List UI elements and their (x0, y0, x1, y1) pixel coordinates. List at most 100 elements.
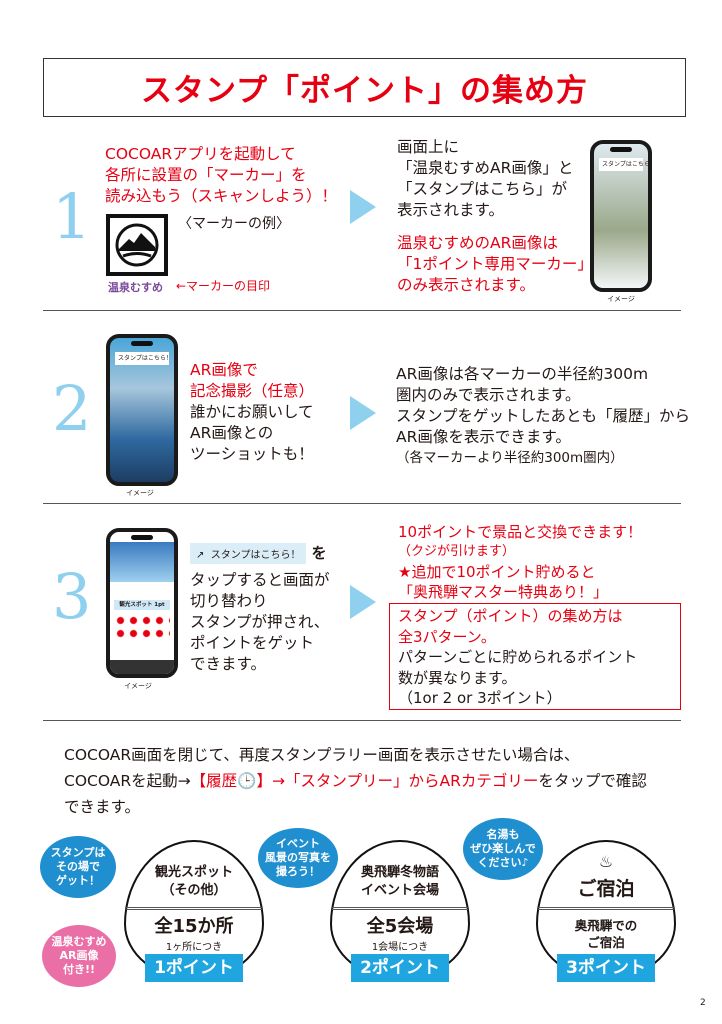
text-line: 名湯も (486, 828, 520, 841)
divider (43, 720, 681, 721)
text-line: 10ポイントで景品と交換できます！ (398, 523, 643, 541)
text-line: 切り替わり (190, 592, 268, 610)
text-line: スタンプが押され、 (190, 613, 330, 631)
text-line: タップすると画面が (190, 571, 330, 589)
speech-bubble: 名湯もぜひ楽しんでください♪ (463, 818, 543, 880)
divider (538, 907, 674, 910)
text-line: ください♪ (477, 856, 529, 869)
step2-instruction: AR画像で 記念撮影（任意） 誰かにお願いして AR画像との ツーショットも！ (190, 360, 314, 465)
stamp-bar: スタンプはこちら！ (115, 352, 172, 365)
step-number: 1 (52, 180, 92, 253)
arrow-right-icon (350, 585, 376, 619)
text-line: 撮ろう！ (276, 865, 320, 878)
category-count: 全15か所 (154, 916, 234, 937)
step1-result: 画面上に 「温泉むすめAR画像」と 「スタンプはこちら」が 表示されます。 (397, 137, 573, 221)
phone-screenshot: スタンプはこちら！ (590, 140, 652, 292)
text-line: ポイントをゲット (190, 634, 315, 652)
text-line: 各所に設置の「マーカー」を (105, 166, 307, 184)
text-line: のみ表示されます。 (397, 276, 535, 294)
text-line: イベント (276, 837, 320, 850)
text-line: 数が異なります。 (398, 668, 517, 687)
image-caption: イメージ (124, 682, 152, 690)
text-line: （各マーカーより半径約300m圏内） (396, 450, 624, 466)
step-number: 3 (52, 560, 92, 633)
history-note: COCOAR画面を閉じて、再度スタンプラリー画面を表示させたい場合は、 COCO… (64, 742, 647, 820)
phone-screenshot: 観光スポット 1pt (106, 528, 178, 678)
text-part: をタップで確認 (538, 772, 647, 790)
text-line: ご宿泊 (587, 935, 625, 950)
text-line: 観光スポット (154, 865, 233, 880)
page-title: スタンプ「ポイント」の集め方 (140, 73, 589, 109)
text-line: 奥飛騨冬物語 (360, 865, 439, 880)
text-line: 付き!! (62, 963, 96, 976)
text-line: 圏内のみで表示されます。 (396, 386, 581, 404)
category-unit: 1会場につき (371, 942, 429, 953)
text-line: 「温泉むすめAR画像」と (397, 159, 574, 177)
text-line: COCOARアプリを起動して (105, 145, 296, 163)
arrow-right-icon (350, 396, 376, 430)
divider (332, 907, 468, 910)
text-line: その場で (55, 860, 100, 873)
page-title-box: スタンプ「ポイント」の集め方 (43, 58, 686, 117)
text-line: （その他） (161, 883, 227, 898)
text-line: AR画像は各マーカーの半径約300m (396, 365, 649, 383)
text-line: 「スタンプはこちら」が (397, 180, 568, 198)
app-nav-bar (110, 660, 174, 674)
divider (43, 310, 681, 311)
image-caption: イメージ (607, 295, 635, 303)
mountain-marker-icon (115, 223, 159, 267)
chip-suffix: を (311, 544, 327, 562)
stamp-grid (114, 614, 170, 642)
text-line: できます。 (190, 655, 266, 673)
text-line: スタンプは (50, 846, 106, 859)
category-title: ご宿泊 (577, 878, 635, 900)
text-line: できます。 (64, 798, 140, 816)
text-line: スタンプ（ポイント）の集め方は (398, 607, 623, 625)
step1-note: 温泉むすめのAR画像は 「1ポイント専用マーカー」 のみ表示されます。 (397, 233, 593, 296)
text-line: ツーショットも！ (190, 445, 314, 463)
text-line: 温泉むすめ (51, 935, 107, 948)
text-line: AR画像を表示できます。 (396, 428, 571, 446)
text-line: COCOAR画面を閉じて、再度スタンプラリー画面を表示させたい場合は、 (64, 746, 580, 764)
marker-note: ←マーカーの目印 (176, 279, 271, 293)
step-number: 2 (52, 372, 92, 445)
text-line: 全3パターン。 (398, 627, 496, 646)
text-line: 画面上に (397, 138, 460, 156)
history-path: 【履歴🕒】→「スタンプリー」からARカテゴリー (190, 772, 539, 790)
speech-bubble: スタンプはその場でゲット！ (40, 836, 116, 898)
points-badge: 3ポイント (557, 954, 655, 982)
marker-example-image (106, 214, 168, 276)
text-line: AR画像で (190, 361, 258, 379)
image-caption: イメージ (126, 489, 154, 497)
text-line: （1or 2 or 3ポイント） (398, 689, 562, 707)
text-line: COCOARを起動→【履歴🕒】→「スタンプリー」からARカテゴリーをタップで確認 (64, 768, 647, 794)
text-line: （クジが引けます） (398, 544, 516, 559)
text-part: COCOARを起動→ (64, 772, 191, 790)
text-line: 表示されます。 (397, 201, 504, 219)
text-line: ぜひ楽しんで (470, 842, 536, 855)
stamp-chip-row: ↗ スタンプはこちら！ を (190, 542, 327, 564)
text-line: 「1ポイント専用マーカー」 (397, 255, 593, 273)
text-line: 温泉むすめのAR画像は (397, 234, 558, 252)
text-line: AR画像 (59, 949, 99, 962)
text-line: ★追加で10ポイント貯めると (398, 563, 596, 581)
divider (126, 907, 262, 910)
text-line: イベント会場 (360, 883, 439, 898)
speech-bubble: イベント風景の写真を撮ろう！ (258, 828, 338, 888)
phone-screenshot: スタンプはこちら！ (106, 334, 178, 486)
step3-reward: 10ポイントで景品と交換できます！ （クジが引けます） ★追加で10ポイント貯め… (398, 522, 642, 602)
hot-spring-icon: ♨ (598, 852, 614, 871)
stamp-rally-banner (110, 542, 174, 582)
text-line: 記念撮影（任意） (190, 382, 315, 400)
text-line: 「奥飛騨マスター特典あり！」 (398, 583, 609, 601)
text-line: 風景の写真を (265, 851, 331, 864)
stamp-here-chip: ↗ スタンプはこちら！ (190, 543, 307, 564)
points-badge: 1ポイント (145, 954, 243, 982)
arrow-right-icon (350, 190, 376, 224)
onsen-musume-logo: 温泉むすめ (108, 281, 163, 294)
text-line: AR画像との (190, 424, 274, 442)
category-unit: 1ヶ所につき (165, 942, 223, 953)
text-line: ゲット！ (55, 874, 100, 887)
text-line: 奥飛騨での (574, 918, 638, 933)
step3-instruction: タップすると画面が 切り替わり スタンプが押され、 ポイントをゲット できます。 (190, 570, 330, 675)
